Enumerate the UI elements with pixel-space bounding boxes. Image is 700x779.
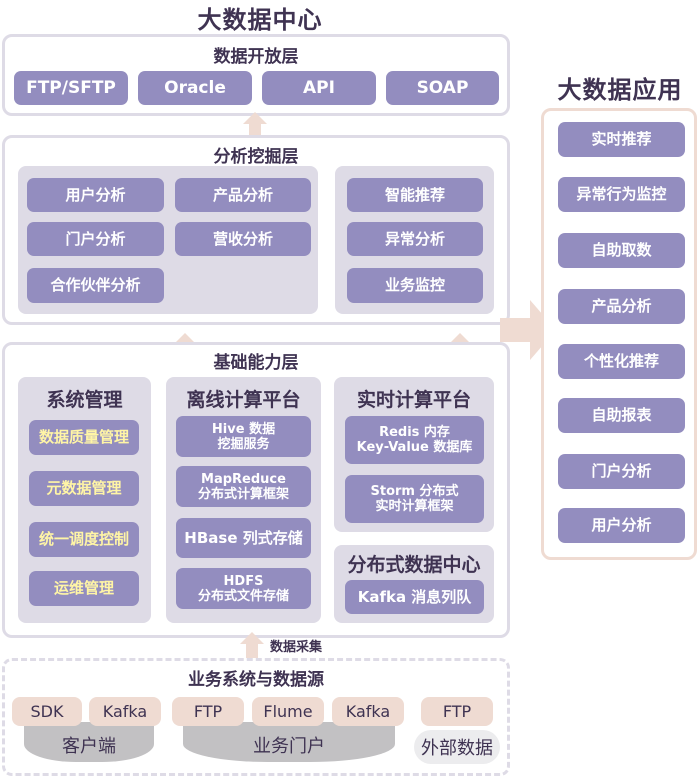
big-data-center-title: 大数据中心 <box>197 6 323 34</box>
offline-item-hdfs-line2: 分布式文件存储 <box>197 588 289 604</box>
distributed-title: 分布式数据中心 <box>347 554 481 576</box>
offline-item-hive-line2: 挖掘服务 <box>217 436 270 452</box>
portal-item-kafka[interactable]: Kafka <box>332 697 404 726</box>
external-label: 外部数据 <box>421 738 493 759</box>
system-item-data-quality[interactable]: 数据质量管理 <box>29 420 139 455</box>
offline-item-hdfs-line1: HDFS <box>223 573 264 589</box>
realtime-item-redis-line2: Key-Value 数据库 <box>356 440 473 455</box>
mining-item-partner-analysis[interactable]: 合作伙伴分析 <box>27 268 164 303</box>
app-item-portal-analysis[interactable]: 门户分析 <box>558 454 685 489</box>
arrow-shaft <box>249 124 261 136</box>
mining-item-anomaly-analysis[interactable]: 异常分析 <box>347 222 483 256</box>
mining-item-revenue-analysis[interactable]: 营收分析 <box>175 222 311 256</box>
arrow-up-icon <box>240 632 264 644</box>
system-item-metadata[interactable]: 元数据管理 <box>29 471 139 506</box>
data-open-layer-title: 数据开放层 <box>213 47 299 67</box>
base-layer-title: 基础能力层 <box>213 353 299 373</box>
offline-item-hive-line1: Hive 数据 <box>211 421 276 437</box>
applications-title: 大数据应用 <box>557 76 683 104</box>
open-item-ftp-sftp[interactable]: FTP/SFTP <box>14 71 128 105</box>
app-item-user-analysis[interactable]: 用户分析 <box>558 508 685 543</box>
realtime-title: 实时计算平台 <box>356 389 471 411</box>
mining-layer-title: 分析挖掘层 <box>213 147 299 167</box>
realtime-item-storm[interactable]: Storm 分布式 实时计算框架 <box>345 475 484 523</box>
mining-item-user-analysis[interactable]: 用户分析 <box>27 178 164 212</box>
app-item-realtime-recommend[interactable]: 实时推荐 <box>558 122 685 157</box>
arrow-up-icon <box>243 112 267 124</box>
realtime-item-redis-line1: Redis 内存 <box>379 425 450 440</box>
portal-base: 业务门户 <box>183 722 395 762</box>
arrow-shaft <box>246 644 258 658</box>
open-item-soap[interactable]: SOAP <box>386 71 499 105</box>
app-item-abnormal-monitor[interactable]: 异常行为监控 <box>558 177 685 212</box>
mining-item-product-analysis[interactable]: 产品分析 <box>175 178 311 212</box>
client-item-kafka[interactable]: Kafka <box>89 697 161 726</box>
offline-item-mapreduce-line2: 分布式计算框架 <box>197 486 289 502</box>
portal-item-flume[interactable]: Flume <box>252 697 324 726</box>
client-item-sdk[interactable]: SDK <box>12 697 82 726</box>
applications-panel <box>541 108 697 560</box>
system-item-operations[interactable]: 运维管理 <box>29 571 139 606</box>
offline-title: 离线计算平台 <box>186 389 301 411</box>
mining-item-smart-recommend[interactable]: 智能推荐 <box>347 178 483 212</box>
open-item-api[interactable]: API <box>262 71 376 105</box>
realtime-item-redis[interactable]: Redis 内存 Key-Value 数据库 <box>345 416 484 464</box>
offline-item-hdfs[interactable]: HDFS 分布式文件存储 <box>176 568 311 609</box>
external-item-ftp[interactable]: FTP <box>421 697 493 726</box>
app-item-product-analysis[interactable]: 产品分析 <box>558 289 685 324</box>
offline-item-mapreduce[interactable]: MapReduce 分布式计算框架 <box>176 466 311 507</box>
mining-item-business-monitor[interactable]: 业务监控 <box>347 268 483 303</box>
portal-item-ftp[interactable]: FTP <box>172 697 244 726</box>
portal-label: 业务门户 <box>253 736 325 757</box>
offline-item-hive[interactable]: Hive 数据 挖掘服务 <box>176 416 311 457</box>
app-item-personalized-recommend[interactable]: 个性化推荐 <box>558 344 685 379</box>
sources-title: 业务系统与数据源 <box>188 670 324 690</box>
open-item-oracle[interactable]: Oracle <box>138 71 252 105</box>
app-item-self-service-report[interactable]: 自助报表 <box>558 398 685 433</box>
data-collect-label: 数据采集 <box>270 640 323 655</box>
offline-item-mapreduce-line1: MapReduce <box>201 471 286 487</box>
external-cloud: 外部数据 <box>414 730 500 764</box>
arrow-right-shaft <box>500 318 530 342</box>
offline-item-hbase[interactable]: HBase 列式存储 <box>176 518 311 558</box>
client-base: 客户端 <box>24 722 154 762</box>
distributed-item-kafka[interactable]: Kafka 消息列队 <box>345 580 484 614</box>
mining-item-portal-analysis[interactable]: 门户分析 <box>27 222 164 256</box>
system-item-scheduling[interactable]: 统一调度控制 <box>29 522 139 557</box>
client-label: 客户端 <box>62 736 116 757</box>
system-mgmt-title: 系统管理 <box>46 389 123 411</box>
realtime-item-storm-line2: 实时计算框架 <box>375 499 454 514</box>
app-item-self-service-data[interactable]: 自助取数 <box>558 233 685 268</box>
realtime-item-storm-line1: Storm 分布式 <box>370 484 459 499</box>
sources-panel <box>2 658 510 776</box>
